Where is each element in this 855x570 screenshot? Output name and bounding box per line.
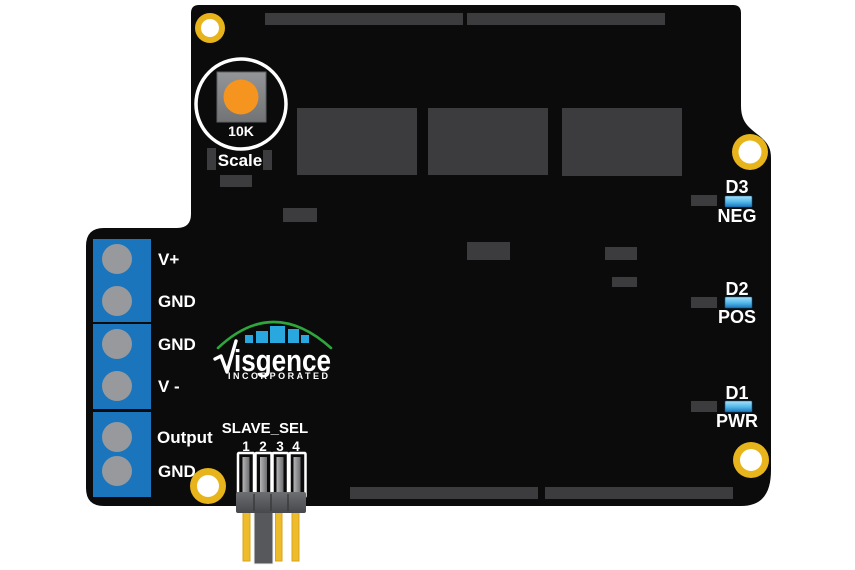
- smd-component: [220, 175, 252, 187]
- terminal-screw: [102, 456, 132, 486]
- terminal-screw: [102, 244, 132, 274]
- logo-wordmark: isgence: [234, 343, 331, 378]
- led-d3: D3 NEG: [691, 177, 757, 226]
- led-function-label: NEG: [717, 206, 756, 226]
- logo-subtitle: INCORPORATED: [228, 371, 331, 381]
- led-indicator: [724, 400, 753, 413]
- led-d1: D1 PWR: [691, 383, 758, 431]
- logo-arc: [216, 320, 333, 350]
- logo-bar-chart-icon: [245, 326, 309, 343]
- ic-chip: [428, 108, 548, 175]
- smd-component: [263, 150, 272, 170]
- smd-component: [283, 208, 317, 222]
- terminal-label: GND: [158, 335, 196, 354]
- edge-connector-pad: [545, 487, 733, 499]
- terminal-screw: [102, 286, 132, 316]
- edge-connector-pad: [467, 13, 665, 25]
- terminal-label: GND: [158, 292, 196, 311]
- led-indicator: [724, 296, 753, 309]
- led-d2: D2 POS: [691, 279, 756, 327]
- slave-select-connector: SLAVE_SEL 1 2 3 4: [222, 420, 308, 565]
- ic-chip: [562, 108, 682, 176]
- potentiometer-scale-label: Scale: [218, 151, 262, 170]
- potentiometer-knob: [223, 79, 259, 115]
- terminal-label: GND: [158, 462, 196, 481]
- led-designator: D2: [725, 279, 748, 299]
- mounting-hole: [733, 442, 769, 478]
- terminal-label: V+: [158, 250, 179, 269]
- resistor-pad: [691, 195, 717, 206]
- potentiometer: 10K Scale: [194, 57, 288, 170]
- mounting-hole: [732, 134, 768, 170]
- smd-component: [605, 247, 637, 260]
- visgence-logo: isgence INCORPORATED: [213, 320, 333, 381]
- terminal-screw: [102, 371, 132, 401]
- led-function-label: PWR: [716, 411, 758, 431]
- pin-number: 4: [292, 439, 300, 454]
- led-designator: D1: [725, 383, 748, 403]
- ic-chip: [297, 108, 417, 175]
- edge-connector-pad: [350, 487, 538, 499]
- terminal-label: V -: [158, 377, 180, 396]
- terminal-screw: [102, 422, 132, 452]
- terminal-label: Output: [157, 428, 213, 447]
- led-indicator: [724, 195, 753, 208]
- pin-number: 1: [242, 439, 250, 454]
- wire-yellow: [291, 507, 300, 562]
- wire-yellow: [242, 507, 251, 562]
- potentiometer-ring: [194, 57, 288, 151]
- smd-component: [467, 242, 510, 260]
- led-designator: D3: [725, 177, 748, 197]
- wire-yellow: [275, 507, 283, 562]
- smd-component: [207, 148, 216, 170]
- pin: [293, 457, 301, 495]
- mounting-hole: [195, 13, 225, 43]
- led-function-label: POS: [718, 307, 756, 327]
- connector-label: SLAVE_SEL: [222, 420, 308, 437]
- terminal-screw: [102, 329, 132, 359]
- potentiometer-value-label: 10K: [228, 123, 254, 139]
- resistor-pad: [691, 401, 717, 412]
- logo-radical-icon: [213, 339, 238, 374]
- pin: [242, 457, 250, 495]
- resistor-pad: [691, 297, 717, 308]
- pin: [276, 457, 284, 495]
- wire-ribbon: [253, 507, 274, 565]
- edge-connector-pad: [265, 13, 463, 25]
- pin: [260, 457, 267, 495]
- terminal-blocks: V+ GND GND V - Output GND: [93, 239, 213, 497]
- smd-component: [612, 277, 637, 287]
- pin-number: 2: [259, 439, 267, 454]
- pin-number: 3: [276, 439, 284, 454]
- mounting-hole: [190, 468, 226, 504]
